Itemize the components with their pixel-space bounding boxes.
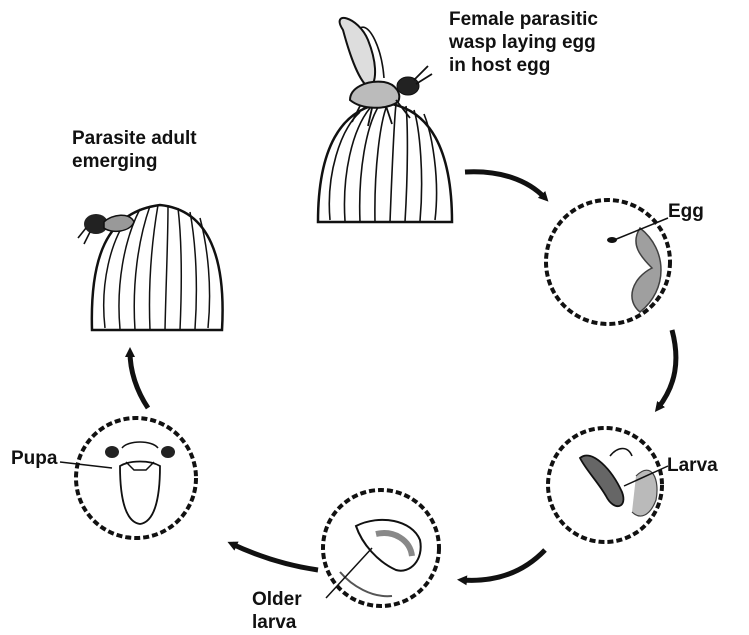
label-older-larva: Older larva — [252, 588, 302, 634]
label-pupa: Pupa — [11, 447, 57, 470]
host-egg-with-wasp — [318, 18, 452, 222]
adult-emerging-egg — [78, 205, 223, 330]
label-larva: Larva — [667, 454, 718, 477]
arrow-icon — [465, 172, 545, 198]
label-adult-emerging: Parasite adult emerging — [72, 127, 197, 173]
arrow-icon — [658, 330, 676, 408]
arrow-icon — [462, 550, 545, 580]
host-egg-icon — [318, 103, 452, 222]
pupa-stage — [60, 418, 196, 538]
larva-stage — [548, 428, 668, 542]
arrow-icon — [130, 352, 148, 408]
older-larva-stage — [323, 490, 439, 606]
arrow-icon — [232, 544, 318, 570]
egg-stage — [546, 200, 670, 324]
label-egg: Egg — [668, 200, 704, 223]
label-wasp: Female parasitic wasp laying egg in host… — [449, 8, 598, 77]
